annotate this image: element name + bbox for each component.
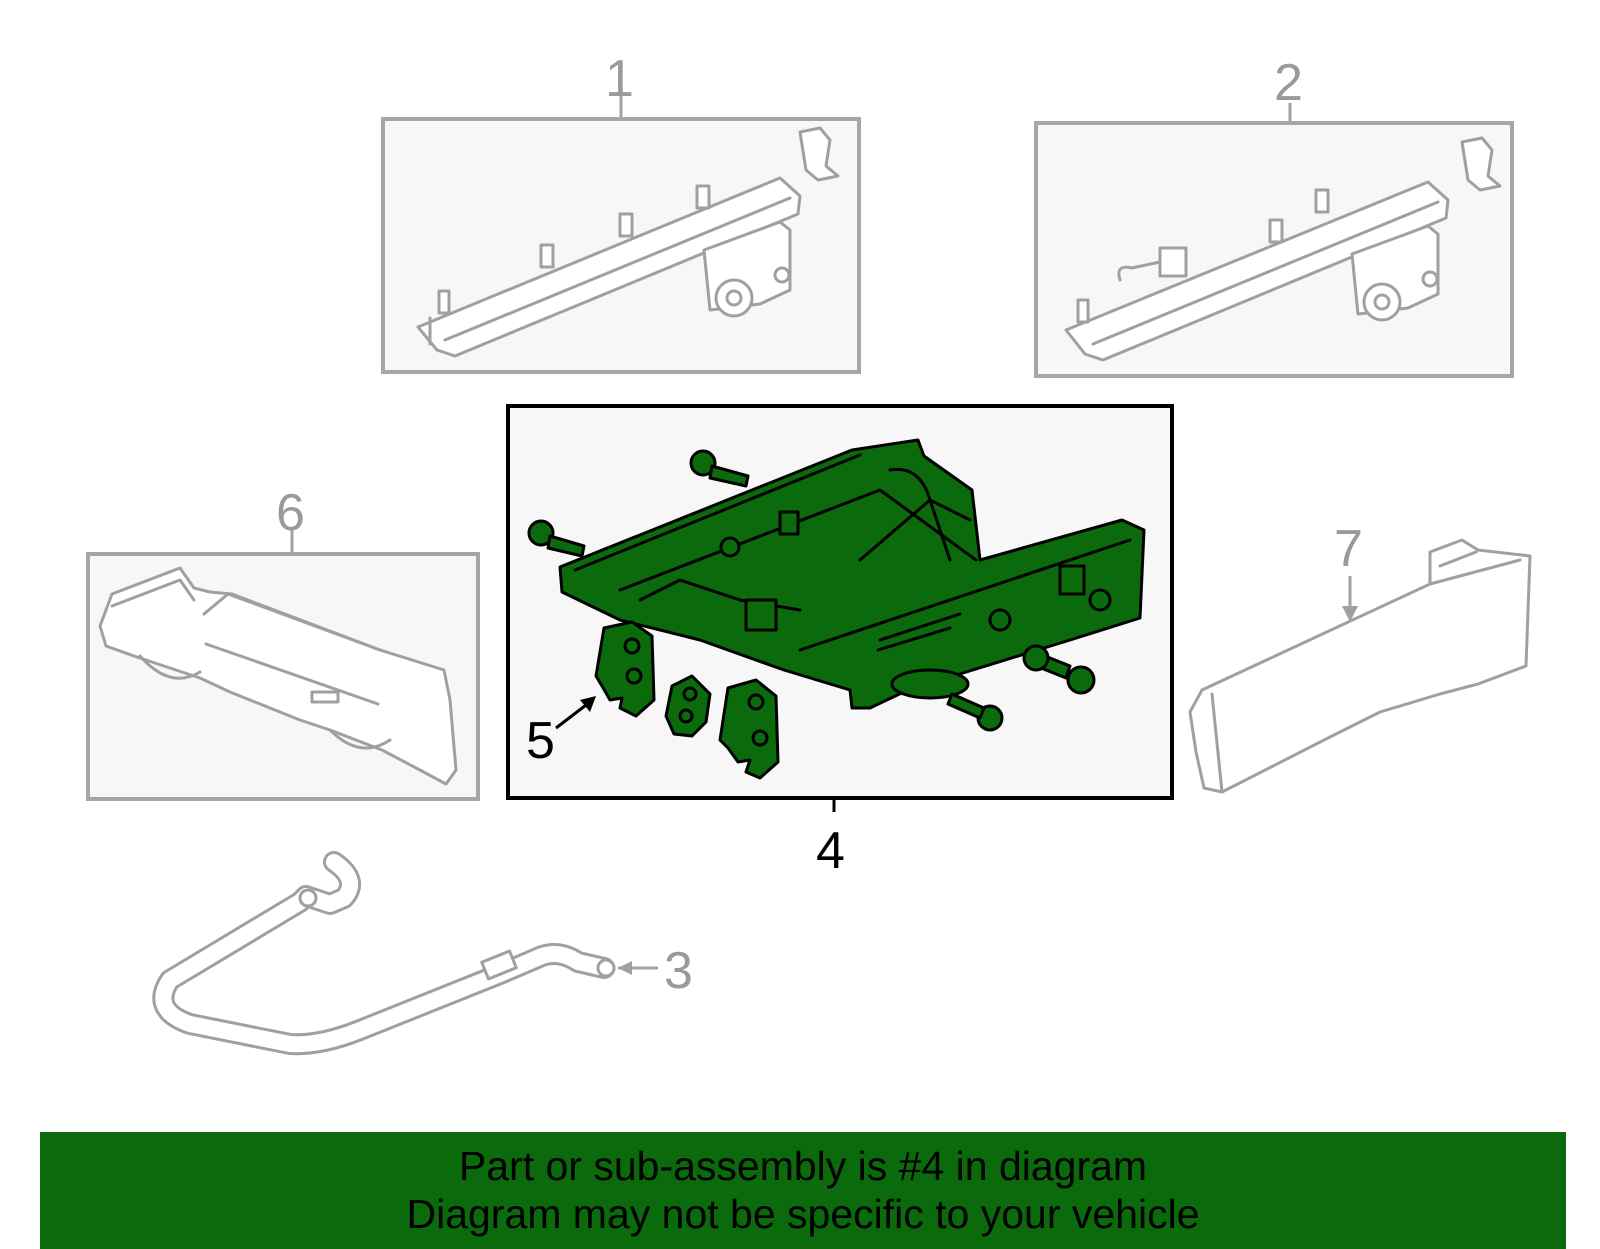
part-6-group[interactable]: 6 [86,484,480,801]
part-7-arrowhead [1342,606,1358,622]
callout-4: 4 [816,822,845,880]
part-1-group[interactable]: 1 [381,50,861,374]
callout-3: 3 [664,942,693,1000]
part-3-group[interactable]: 3 [152,851,693,1056]
seat-adjuster-frame-illustration [527,438,1146,732]
part-5-leader [555,700,591,730]
callout-5: 5 [526,712,555,770]
seat-cover-bracket-illustration [98,566,458,786]
callout-2: 2 [1274,54,1303,112]
callout-6: 6 [276,484,305,542]
part-2-group[interactable]: 2 [1034,54,1514,378]
banner-line-2: Diagram may not be specific to your vehi… [406,1191,1200,1237]
callout-7: 7 [1334,520,1363,578]
info-banner: Part or sub-assembly is #4 in diagram Di… [40,1132,1566,1249]
seat-track-right-illustration [1064,136,1502,362]
part-5-brackets [594,620,780,780]
seat-track-left-illustration [416,126,840,358]
part-3-arrowhead [618,961,632,975]
part-4-group[interactable]: 4 [506,404,1174,880]
part-7-group[interactable]: 7 [1188,520,1532,794]
side-trim-cover-illustration [1188,538,1532,794]
banner-line-1: Part or sub-assembly is #4 in diagram [458,1143,1148,1189]
callout-1: 1 [605,50,634,108]
part-5-arrowhead [580,696,596,712]
release-wire-illustration [152,851,616,1056]
